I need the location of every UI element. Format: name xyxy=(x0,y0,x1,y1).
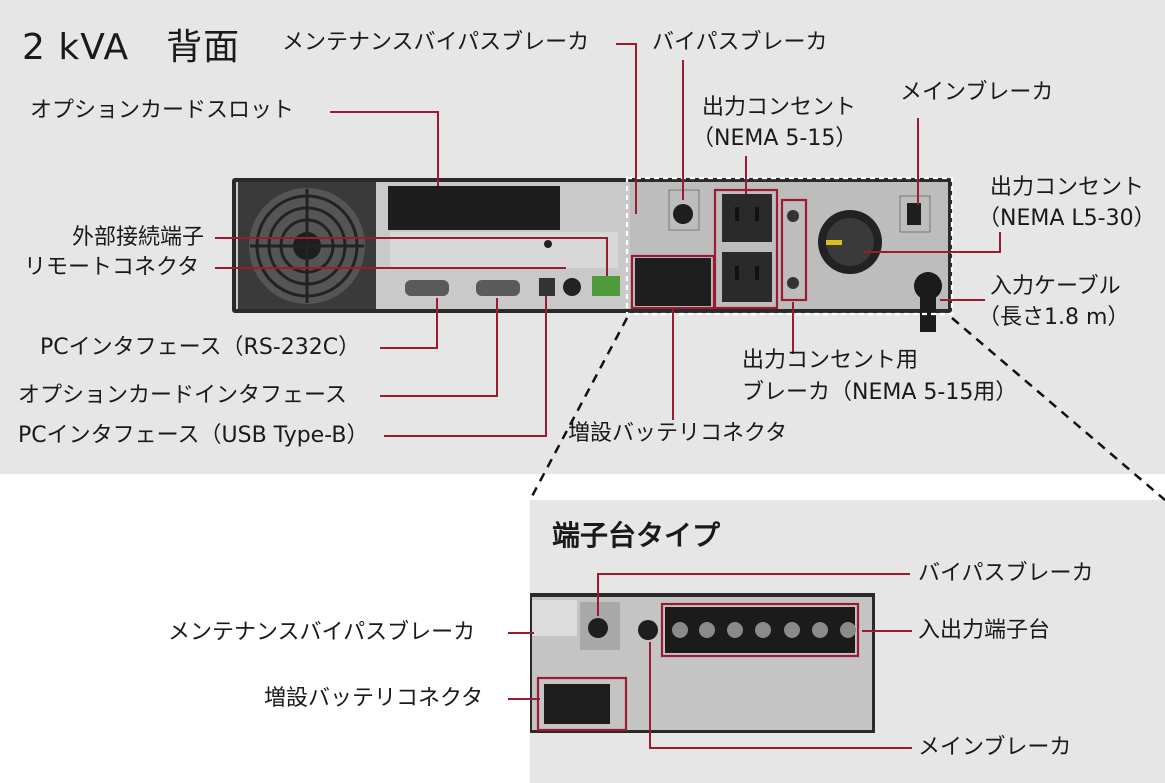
option-card-slot xyxy=(388,186,560,230)
terminal-block-device xyxy=(530,593,875,733)
label-outlet-breaker-line2: ブレーカ（NEMA 5-15用） xyxy=(742,380,1018,405)
remote-connector xyxy=(563,278,581,296)
label-remote-connector: リモートコネクタ xyxy=(24,255,200,280)
label-pc-usb: PCインタフェース（USB Type-B） xyxy=(18,423,369,448)
tb-label-io-terminal-block: 入出力端子台 xyxy=(918,618,1051,643)
label-ext-battery-connector: 増設バッテリコネクタ xyxy=(568,421,788,446)
label-outlet-l530-line2: （NEMA L5-30） xyxy=(978,206,1156,231)
usb-b-port xyxy=(539,278,555,296)
tb-label-ext-battery-connector: 増設バッテリコネクタ xyxy=(264,686,484,711)
label-option-card-interface: オプションカードインタフェース xyxy=(18,383,347,408)
main-title: 2 kVA 背面 xyxy=(22,27,241,68)
bypass-breaker-knob xyxy=(673,204,693,224)
label-outlet-515-line1: 出力コンセント xyxy=(702,95,857,120)
label-outlet-515-line2: （NEMA 5-15） xyxy=(692,126,858,151)
ext-battery-connector xyxy=(635,258,711,306)
label-outlet-breaker-line1: 出力コンセント用 xyxy=(742,348,919,373)
rs232c-port xyxy=(405,280,449,296)
terminal-type-title: 端子台タイプ xyxy=(552,519,721,552)
label-option-card-slot: オプションカードスロット xyxy=(30,98,295,123)
label-input-cable-line2: （長さ1.8 m） xyxy=(978,305,1130,330)
ext-terminal-block xyxy=(592,276,620,296)
label-input-cable-line1: 入力ケーブル xyxy=(990,274,1121,299)
label-maint-bypass-breaker: メンテナンスバイパスブレーカ xyxy=(282,30,590,55)
tb-label-main-breaker: メインブレーカ xyxy=(918,735,1072,760)
label-main-breaker: メインブレーカ xyxy=(900,80,1054,105)
input-cable-grommet xyxy=(914,272,942,300)
tb-label-bypass-breaker: バイパスブレーカ xyxy=(918,561,1094,586)
label-ext-terminal: 外部接続端子 xyxy=(72,225,205,250)
label-outlet-l530-line1: 出力コンセント xyxy=(990,175,1145,200)
label-bypass-breaker: バイパスブレーカ xyxy=(652,30,828,55)
cooling-fan xyxy=(238,182,376,309)
main-breaker-knob xyxy=(907,203,921,225)
ups-rear-device xyxy=(232,178,952,332)
option-if-port xyxy=(476,280,520,296)
tb-label-maint-bypass-breaker: メンテナンスバイパスブレーカ xyxy=(168,620,476,645)
label-pc-rs232c: PCインタフェース（RS-232C） xyxy=(40,335,361,360)
